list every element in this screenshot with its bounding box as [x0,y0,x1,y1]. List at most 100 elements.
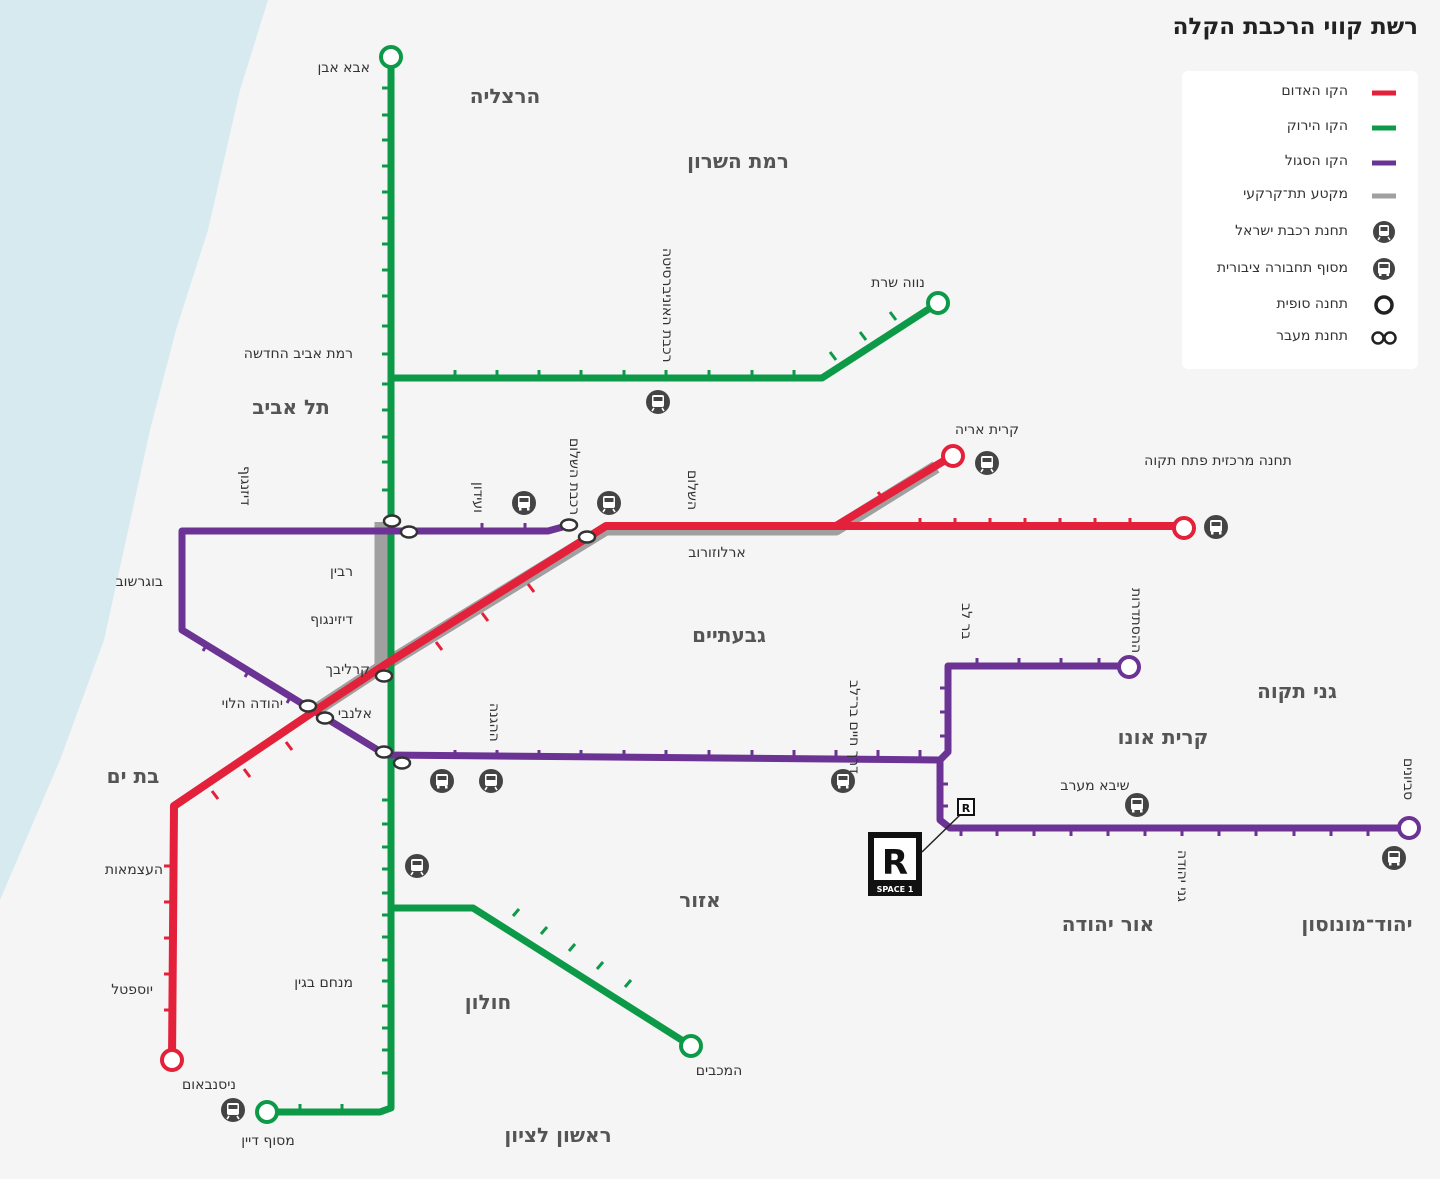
terminal-mesof-dayan[interactable] [255,1100,279,1124]
station-tick[interactable] [888,311,898,321]
terminal-petah-tikva[interactable] [1172,516,1196,540]
station-tick[interactable] [511,908,521,917]
station-label: תחנה מרכזית פתח תקוה [1144,453,1292,469]
station-label: ההסתדרות [1128,588,1144,653]
station-label: מנחם בגין [294,975,353,991]
station-tick[interactable] [595,961,605,970]
legend-train-label: תחנת רכבת ישראל [1235,223,1348,239]
train-icon[interactable] [975,451,999,475]
bus-icon[interactable] [430,769,454,793]
green-line-symbol [1372,125,1396,131]
transfer-station[interactable] [382,514,402,528]
station-tick[interactable] [526,583,536,593]
bus-icon[interactable] [1125,793,1149,817]
city-labels: הרצליה רמת השרון תל אביב גבעתיים גני תקו… [107,84,1413,1147]
station-label: רמת אביב החדשה [244,346,353,362]
space1-logo[interactable]: R R SPACE 1 [868,798,975,896]
station-tick[interactable] [567,943,577,952]
transfer-station[interactable] [392,756,412,770]
transfer-station[interactable] [374,669,394,683]
terminal-nisenbaum[interactable] [160,1048,184,1072]
station-label: דיזנגוף [237,466,253,506]
transfer-station[interactable] [298,699,318,713]
station-label: יוספטל [111,982,153,998]
green-line [263,53,942,1116]
station-tick[interactable] [434,641,444,651]
station-tick[interactable] [284,741,294,751]
station-tick[interactable] [285,695,293,704]
map-title: רשת קווי הרכבת הקלה [1172,14,1418,40]
transfer-station[interactable] [577,530,597,544]
terminal-stations [160,45,1421,1124]
train-icon[interactable] [646,390,670,414]
city-ganei-tikva: גני תקוה [1257,679,1337,703]
logo-pointer [921,814,961,853]
station-label: בר לב [958,603,974,640]
station-label: שיבא מערב [1060,778,1129,794]
city-herzliya: הרצליה [470,84,541,108]
station-tick[interactable] [210,790,220,800]
station-label: גני יהודה [1174,850,1190,902]
city-holon: חולון [465,990,511,1014]
bus-icon [1373,258,1395,280]
station-label: דרך חיים בר־לב [846,680,862,774]
logo-marker [957,798,975,816]
bus-icon[interactable] [512,491,536,515]
legend-transfer-label: תחנת מעבר [1276,328,1348,344]
station-label: מסוף דיין [241,1133,295,1149]
train-icon[interactable] [597,491,621,515]
transfer-station[interactable] [374,745,394,759]
station-tick[interactable] [242,768,252,778]
station-tick[interactable] [539,926,549,935]
city-ramat-hasharon: רמת השרון [687,149,789,173]
terminal-abba-even[interactable] [379,45,403,69]
station-label: דיזינגוף [310,612,353,628]
station-label: קרית אריה [955,422,1019,438]
green-line-ticks [298,86,898,1112]
station-tick[interactable] [828,351,838,361]
legend-underground-label: מקטע תת־קרקעי [1243,186,1348,202]
terminal-hamakabim[interactable] [679,1034,703,1058]
logo-text: SPACE 1 [877,885,914,894]
red-line-ticks [164,491,1132,1012]
logo-inner [874,838,916,880]
transfer-station[interactable] [559,518,579,532]
station-label: רכבת האוניברסיטה [659,248,675,363]
terminal-kiryat-arye[interactable] [941,444,965,468]
station-labels-rotated: רכבת האוניברסיטה דיזנגוף ועידון רכבת השל… [237,248,1416,902]
transfer-station-symbol [1371,331,1397,345]
station-label: אלנבי [338,706,372,722]
transfer-station[interactable] [315,711,335,725]
terminal-hahistadrut[interactable] [1117,655,1141,679]
transfer-station[interactable] [399,525,419,539]
station-label: העצמאות [105,862,163,878]
legend-terminal-label: תחנה סופית [1276,296,1348,312]
train-icon[interactable] [479,769,503,793]
station-label: רכבת השלום [566,438,582,515]
terminal-station-symbol [1374,295,1394,315]
bus-icon[interactable] [831,769,855,793]
station-tick[interactable] [480,612,490,622]
city-bat-yam: בת ים [107,764,160,788]
terminal-savyonim[interactable] [1397,816,1421,840]
station-tick[interactable] [623,979,633,988]
train-icon[interactable] [221,1098,245,1122]
bus-icon[interactable] [1382,846,1406,870]
station-label: בוגרשוב [116,574,163,590]
station-tick[interactable] [858,331,868,341]
station-tick[interactable] [201,643,209,652]
train-icon [1373,221,1395,243]
station-tick[interactable] [243,669,251,678]
station-tick[interactable] [876,491,886,501]
city-yehud: יהוד־מונוסון [1301,912,1412,936]
legend-bus-label: מסוף תחבורה ציבורית [1216,260,1348,276]
terminal-neve-sharet[interactable] [926,291,950,315]
station-label: קרליבך [325,662,370,678]
train-icon[interactable] [405,854,429,878]
station-labels: אבא אבן נווה שרת רמת אביב החדשה קרית ארי… [105,60,1292,1149]
legend-red-label: הקו האדום [1281,83,1348,99]
bus-icon[interactable] [1204,515,1228,539]
station-label: המכבים [696,1063,743,1079]
legend-green-label: הקו הירוק [1286,118,1348,134]
underground-symbol [1372,193,1396,199]
